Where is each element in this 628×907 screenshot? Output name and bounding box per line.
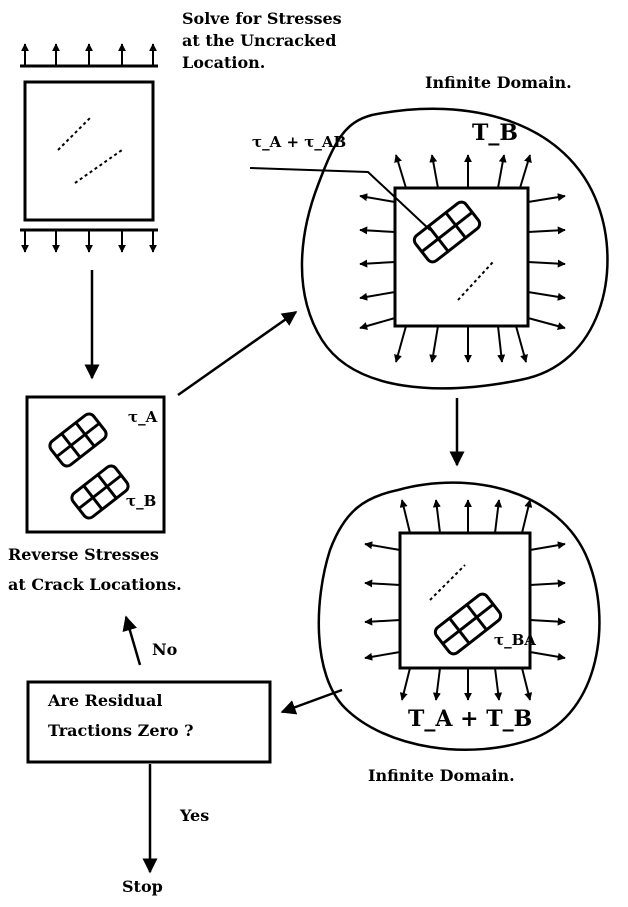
crack-element-top bbox=[412, 200, 482, 264]
traction-arrow bbox=[359, 291, 396, 301]
traction-arrow bbox=[364, 541, 401, 551]
traction-arrow bbox=[519, 154, 532, 189]
traction-arrow bbox=[394, 154, 407, 189]
uncracked-plate bbox=[20, 64, 158, 232]
flow-arrow-to-decision bbox=[280, 688, 343, 715]
uncracked-label: Solve for Stresses at the Uncracked Loca… bbox=[182, 8, 342, 74]
traction-arrow bbox=[364, 617, 401, 626]
traction-arrow bbox=[527, 317, 566, 330]
crack-a bbox=[57, 117, 91, 151]
tension-arrows-top bbox=[21, 43, 157, 66]
traction-arrow bbox=[529, 541, 566, 551]
traction-arrow bbox=[429, 154, 439, 189]
traction-arrow bbox=[521, 667, 533, 701]
domain-plate-bottom bbox=[398, 531, 532, 670]
traction-arrows-top bbox=[359, 154, 566, 363]
reverse-label-line-1: Reverse Stresses bbox=[8, 545, 159, 564]
crack-dash-bottom bbox=[429, 564, 466, 601]
reverse-label-line-2: at Crack Locations. bbox=[8, 575, 182, 594]
plate-box bbox=[23, 80, 155, 222]
traction-arrow bbox=[364, 579, 401, 588]
traction-arrow bbox=[359, 193, 396, 203]
tau-a-label: τ_A bbox=[128, 408, 158, 426]
decision-label-line-1: Are Residual bbox=[48, 691, 163, 710]
traction-arrow bbox=[359, 259, 396, 268]
traction-arrow bbox=[494, 499, 503, 534]
traction-arrow bbox=[399, 499, 411, 534]
no-label: No bbox=[152, 640, 178, 659]
domain-boundary-top bbox=[300, 107, 609, 390]
no-arrow bbox=[122, 615, 142, 666]
traction-arrow bbox=[497, 154, 507, 189]
t-a-plus-t-b-label: T_A + T_B bbox=[408, 706, 533, 732]
traction-arrow bbox=[515, 325, 528, 363]
uncracked-label-line-3: Location. bbox=[182, 53, 266, 72]
yes-label: Yes bbox=[180, 806, 210, 825]
infinite-domain-top-label: Infinite Domain. bbox=[425, 73, 572, 92]
traction-arrow bbox=[429, 325, 439, 363]
crack-element-a bbox=[48, 412, 108, 468]
uncracked-label-line-2: at the Uncracked bbox=[182, 31, 337, 50]
traction-arrows-bottom bbox=[364, 499, 566, 701]
tension-arrows-bottom bbox=[21, 230, 157, 253]
decision-box bbox=[26, 680, 272, 764]
traction-arrow bbox=[497, 325, 506, 363]
reverse-stress-plate bbox=[25, 395, 166, 534]
traction-arrow bbox=[521, 499, 533, 534]
tau-a-plus-tau-ab-label: τ_A + τ_AB bbox=[252, 133, 347, 151]
decision-label: Are Residual Tractions Zero ? bbox=[48, 690, 194, 742]
uncracked-label-line-1: Solve for Stresses bbox=[182, 9, 342, 28]
traction-arrow bbox=[527, 226, 566, 235]
crack-element-b bbox=[70, 464, 130, 520]
infinite-domain-bottom bbox=[317, 481, 601, 752]
traction-arrow bbox=[399, 667, 411, 701]
stop-label: Stop bbox=[122, 877, 163, 896]
traction-arrow bbox=[359, 317, 396, 330]
tau-b-label: τ_B bbox=[126, 492, 157, 510]
domain-boundary-bottom bbox=[317, 481, 601, 752]
traction-arrow bbox=[432, 667, 441, 701]
infinite-domain-top bbox=[249, 107, 609, 390]
t-b-label: T_B bbox=[472, 120, 518, 146]
traction-arrow bbox=[359, 226, 396, 235]
reverse-label: Reverse Stresses at Crack Locations. bbox=[8, 544, 182, 596]
traction-arrow bbox=[527, 259, 566, 268]
tau-ba-label: τ_BA bbox=[494, 631, 536, 649]
traction-arrow bbox=[529, 579, 566, 588]
traction-arrow bbox=[364, 651, 401, 661]
flow-arrow-to-domain-top bbox=[177, 310, 298, 397]
crack-element-bottom bbox=[433, 592, 503, 656]
traction-arrow bbox=[432, 499, 441, 534]
infinite-domain-bottom-label: Infinite Domain. bbox=[368, 766, 515, 785]
crack-b bbox=[74, 149, 123, 184]
traction-arrow bbox=[529, 651, 566, 661]
crack-dash-top bbox=[457, 261, 494, 301]
traction-arrow bbox=[394, 325, 407, 363]
traction-arrow bbox=[494, 667, 503, 701]
domain-plate-top bbox=[393, 186, 530, 328]
traction-arrow bbox=[529, 617, 566, 626]
traction-arrow bbox=[527, 291, 566, 301]
traction-arrow bbox=[527, 193, 566, 203]
decision-label-line-2: Tractions Zero ? bbox=[48, 721, 194, 740]
tau-leader-line bbox=[249, 167, 431, 231]
